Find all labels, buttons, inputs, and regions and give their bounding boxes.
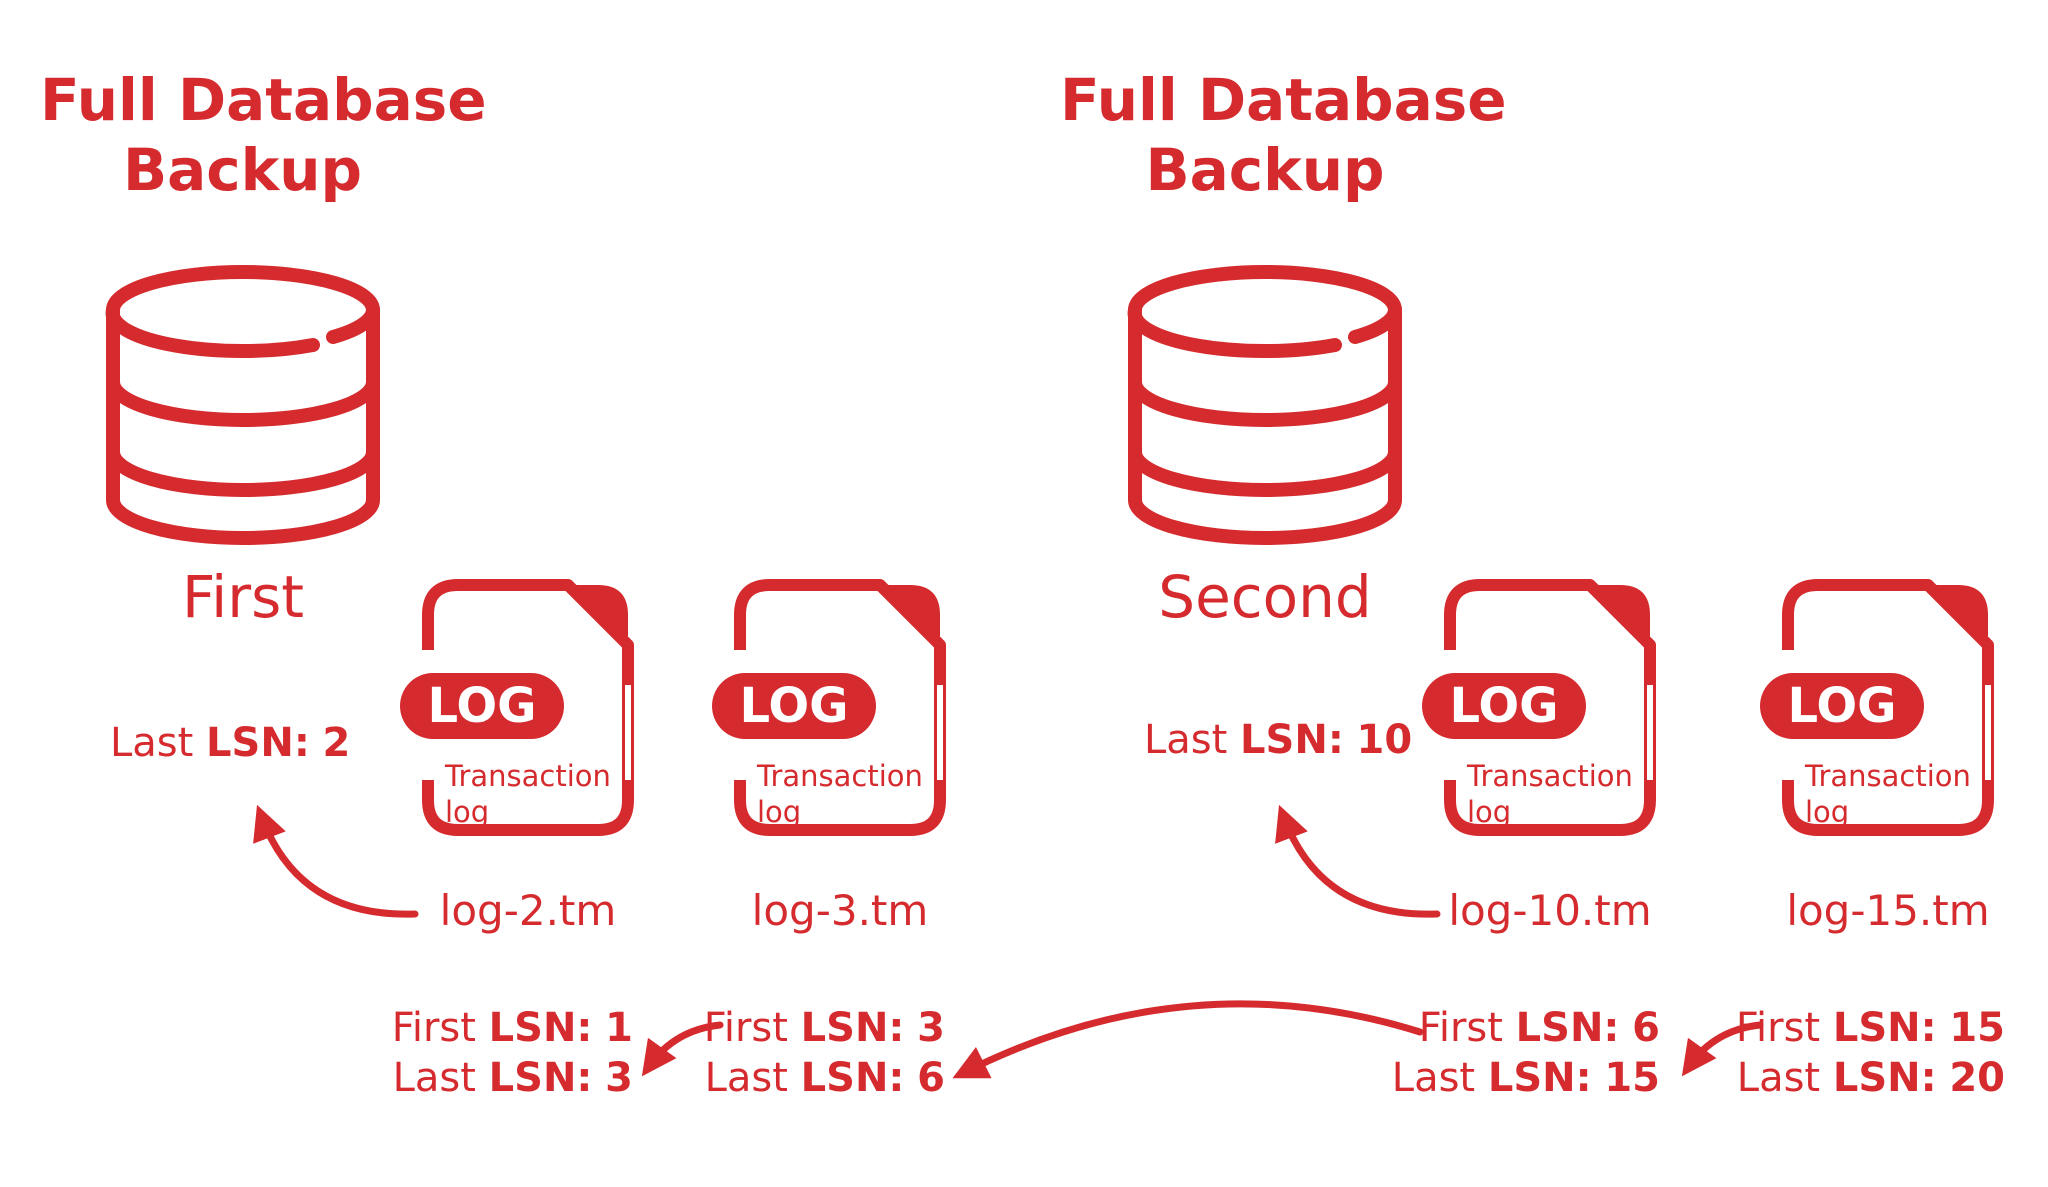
database-icon — [105, 265, 381, 545]
log-caption: Transaction log — [1805, 759, 1971, 829]
backup-heading-line: Backup — [1145, 136, 1385, 204]
log-file-icon — [1782, 579, 1994, 836]
log-filename: log-2.tm — [439, 886, 617, 935]
log-caption: Transaction log — [757, 759, 923, 829]
log-lsn-range: First LSN: 15 Last LSN: 20 — [1735, 1005, 2005, 1101]
log-filename: log-10.tm — [1448, 886, 1652, 935]
log-filename: log-15.tm — [1786, 886, 1990, 935]
backup-heading-line: Full Database — [1060, 66, 1507, 134]
backup-heading-line: Full Database — [40, 66, 487, 134]
log-badge: LOG — [712, 673, 876, 739]
log-lsn-range: First LSN: 3 Last LSN: 6 — [703, 1005, 945, 1101]
backup-heading-line: Backup — [122, 136, 363, 204]
log-file-icon — [734, 579, 946, 836]
log-file-icon — [1444, 579, 1656, 836]
backup-label: Second — [1158, 563, 1372, 631]
database-icon — [1127, 265, 1403, 545]
log-badge: LOG — [1422, 673, 1586, 739]
log-file-icon — [422, 579, 634, 836]
log-badge: LOG — [1760, 673, 1924, 739]
curved-arrow-icon — [1681, 1021, 1764, 1077]
log-lsn-range: First LSN: 6 Last LSN: 15 — [1391, 1005, 1660, 1101]
log-filename: log-3.tm — [751, 886, 929, 935]
log-badge: LOG — [400, 673, 564, 739]
curved-arrow-icon — [641, 1021, 724, 1077]
backup-last-lsn: Last LSN: 2 — [110, 720, 351, 766]
curved-arrow-icon — [952, 1000, 1424, 1079]
backup-heading: Full Database Backup — [1060, 65, 1507, 205]
curved-arrow-icon — [1275, 804, 1441, 918]
backup-last-lsn: Last LSN: 10 — [1144, 717, 1413, 763]
backup-heading: Full Database Backup — [40, 65, 487, 205]
log-caption: Transaction log — [445, 759, 611, 829]
backup-label: First — [181, 563, 305, 631]
log-caption: Transaction log — [1467, 759, 1633, 829]
curved-arrow-icon — [253, 804, 419, 918]
log-lsn-range: First LSN: 1 Last LSN: 3 — [391, 1005, 633, 1101]
